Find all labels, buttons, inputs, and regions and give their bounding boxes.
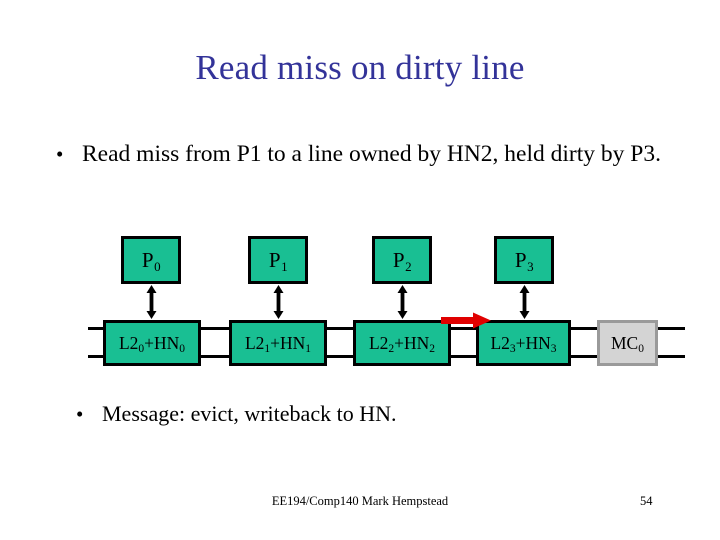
- node-fill: [353, 320, 451, 366]
- node-fill: [597, 320, 658, 366]
- transfer-arrow-red-icon: [441, 312, 491, 329]
- bus-line-bottom: [88, 355, 685, 358]
- bullet-text: Read miss from P1 to a line owned by HN2…: [82, 141, 661, 167]
- page-title: Read miss on dirty line: [195, 48, 525, 87]
- bullet-text: Message: evict, writeback to HN.: [102, 401, 397, 426]
- cache-node-label: L21+HN1: [244, 332, 312, 356]
- memory-controller-box-mc0: MC0: [597, 320, 658, 366]
- bullet-marker-icon: •: [56, 142, 64, 166]
- footer-credit: EE194/Comp140 Mark Hempstead: [271, 494, 449, 508]
- cache-node-box-l2-1: L21+HN1: [229, 320, 327, 366]
- cache-node-label: L20+HN0: [118, 332, 186, 356]
- processor-box-p2: P2: [372, 236, 432, 284]
- cache-node-box-l2-3: L23+HN3: [476, 320, 571, 366]
- connector-arrow-p0: [145, 285, 158, 319]
- cache-node-label: L22+HN2: [368, 332, 436, 356]
- cache-node-box-l2-2: L22+HN2: [353, 320, 451, 366]
- processor-label: P3: [514, 247, 534, 274]
- node-fill: [103, 320, 201, 366]
- bullet-item-read-miss: • Read miss from P1 to a line owned by H…: [56, 139, 666, 169]
- processor-box-p0: P0: [121, 236, 181, 284]
- processor-box-p1: P1: [248, 236, 308, 284]
- cache-node-label: L23+HN3: [490, 332, 557, 356]
- connector-arrow-p1: [272, 285, 285, 319]
- processor-label: P0: [141, 247, 161, 274]
- connector-arrow-p2: [396, 285, 409, 319]
- node-fill: [476, 320, 571, 366]
- bullet-item-message: • Message: evict, writeback to HN.: [76, 400, 636, 428]
- node-fill: [229, 320, 327, 366]
- bus-line-top: [88, 327, 685, 330]
- processor-label: P1: [268, 247, 288, 274]
- processor-box-p3: P3: [494, 236, 554, 284]
- bullet-marker-icon: •: [76, 402, 84, 426]
- connector-arrow-p3: [518, 285, 531, 319]
- cache-node-box-l2-0: L20+HN0: [103, 320, 201, 366]
- memory-controller-label: MC0: [611, 332, 644, 356]
- processor-label: P2: [392, 247, 412, 274]
- footer-page-number: 54: [640, 494, 653, 508]
